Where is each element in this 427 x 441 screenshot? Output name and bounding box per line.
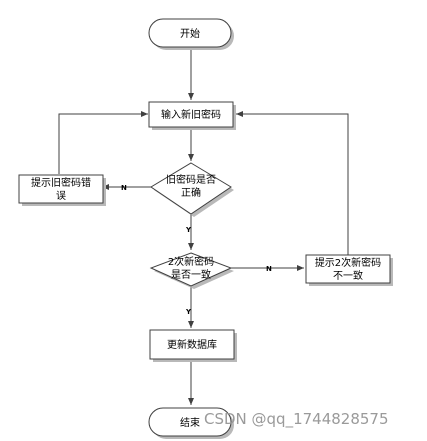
check-new-line-2: 是否一致 [171,268,211,281]
connectors [58,49,349,405]
edge-label-yes-old: Y [185,226,192,234]
arrow-old-error-loop [58,111,148,174]
start-node: 开始 [148,18,234,50]
old-password-error-box: 提示旧密码错 误 [18,174,106,206]
edge-label-yes-new: Y [185,308,192,316]
update-database-box: 更新数据库 [149,329,237,362]
new-mismatch-line-1: 提示2次新密码 [315,256,381,269]
end-label: 结束 [180,416,200,429]
start-label: 开始 [180,27,200,40]
new-password-mismatch-box: 提示2次新密码 不一致 [305,254,393,286]
edge-label-no-new: N [266,265,272,273]
check-old-line-1: 旧密码是否 [166,173,216,186]
arrow-new-mismatch-loop [236,111,349,255]
edge-label-no-old: N [121,184,127,192]
watermark: CSDN @qq_1744828575 [204,410,389,428]
check-old-password-decision: 旧密码是否 正确 [150,162,234,217]
check-new-password-decision: 2次新密码 是否一致 [149,252,234,289]
update-database-label: 更新数据库 [167,338,217,351]
check-old-line-2: 正确 [181,186,201,199]
new-mismatch-line-2: 不一致 [333,269,363,282]
old-error-line-1: 提示旧密码错 [31,176,91,189]
old-error-line-2: 误 [56,190,66,202]
input-passwords-box: 输入新旧密码 [148,101,236,130]
input-passwords-label: 输入新旧密码 [161,108,221,121]
end-node: 结束 [148,407,234,439]
check-new-line-1: 2次新密码 [168,255,214,268]
